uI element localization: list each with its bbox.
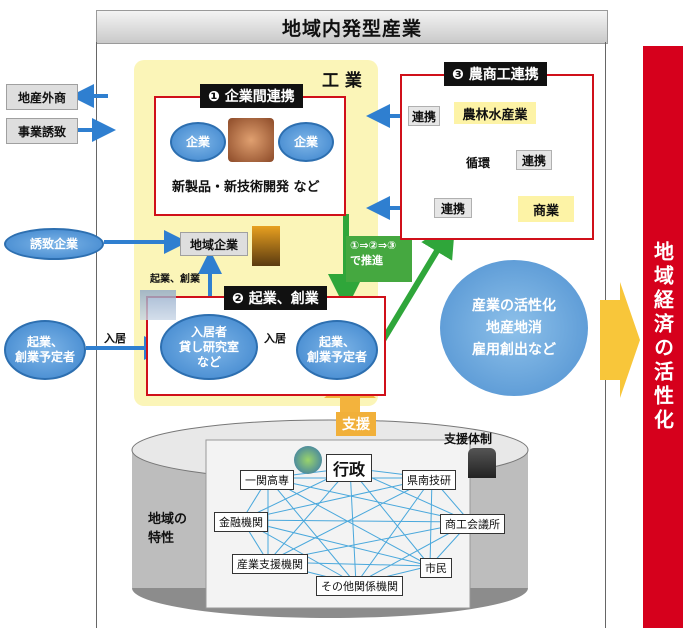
financial-node: 金融機関	[214, 512, 268, 532]
company-collaboration-title: ❶ 企業間連携	[200, 84, 303, 108]
page-title: 地域内発型産業	[96, 10, 608, 44]
regional-traits-label: 地域の 特性	[148, 512, 188, 546]
regional-economy-sidebar: 地域経済の活性化	[643, 46, 683, 628]
business-attraction-box: 事業誘致	[6, 118, 78, 144]
promote-box: ①⇒②⇒③ で推進	[346, 236, 412, 282]
link-label-right: 連携	[516, 150, 552, 170]
support-label: 支援	[336, 412, 376, 436]
chamber-node: 商工会議所	[440, 514, 505, 534]
business-attraction-label: 事業誘致	[17, 124, 66, 139]
company-oval-right: 企業	[278, 122, 334, 162]
cycle-label: 循環	[466, 156, 491, 170]
arrow-green-diag	[373, 220, 456, 354]
frame-left-line	[96, 42, 97, 628]
citizens-node: 市民	[420, 558, 452, 578]
agri-commerce-title: ❸ 農商工連携	[444, 62, 547, 86]
people-icon	[468, 448, 496, 478]
startup-small-label: 起業、創業	[150, 274, 200, 285]
attracted-companies-label: 誘致企業	[29, 236, 78, 251]
government-node: 行政	[326, 454, 373, 482]
link-label-bottom: 連携	[434, 198, 472, 218]
enter-label-inner: 入居	[264, 332, 286, 345]
support-system-label: 支援体制	[444, 432, 493, 446]
effects-label: 産業の活性化 地産地消 雇用創出など	[472, 298, 556, 358]
company-oval-left: 企業	[170, 122, 226, 162]
prefecture-tech-node: 県南技研	[402, 470, 456, 490]
building-photo	[140, 290, 176, 320]
company-right-label: 企業	[293, 134, 318, 149]
tenant-lab-label: 入居者 貸し研究室 など	[178, 324, 239, 369]
agri-fishery-node: 農林水産業	[454, 102, 536, 124]
local-company-box: 地域企業	[180, 232, 248, 256]
commerce-node: 商業	[518, 196, 574, 222]
attracted-companies-oval: 誘致企業	[4, 228, 104, 260]
link-label-top: 連携	[408, 106, 440, 126]
enter-label-left: 入居	[104, 332, 126, 345]
industry-label: 工 業	[322, 71, 362, 91]
handshake-photo	[228, 118, 274, 162]
industry-support-node: 産業支援機関	[232, 554, 308, 574]
tenant-lab-oval: 入居者 貸し研究室 など	[160, 314, 258, 380]
effects-circle: 産業の活性化 地産地消 雇用創出など	[440, 260, 588, 396]
startup-title: ❷ 起業、創業	[224, 286, 327, 310]
globe-icon	[294, 446, 322, 474]
startup-planners-left-oval: 起業、 創業予定者	[4, 320, 86, 380]
arrow-to-sidebar	[600, 282, 640, 398]
kosen-node: 一関高専	[240, 470, 294, 490]
local-company-label: 地域企業	[189, 237, 238, 252]
other-org-node: その他関係機関	[316, 576, 403, 596]
startup-planner-inner-oval: 起業、 創業予定者	[296, 320, 378, 380]
new-product-text: 新製品・新技術開発 など	[172, 180, 320, 195]
local-external-sales-label: 地産外商	[17, 90, 66, 105]
startup-planner-inner-label: 起業、 創業予定者	[306, 335, 367, 364]
factory-icon	[252, 226, 280, 266]
local-external-sales-box: 地産外商	[6, 84, 78, 110]
startup-planners-left-label: 起業、 創業予定者	[14, 335, 75, 364]
sidebar-label: 地域経済の活性化	[650, 241, 675, 433]
company-left-label: 企業	[185, 134, 210, 149]
